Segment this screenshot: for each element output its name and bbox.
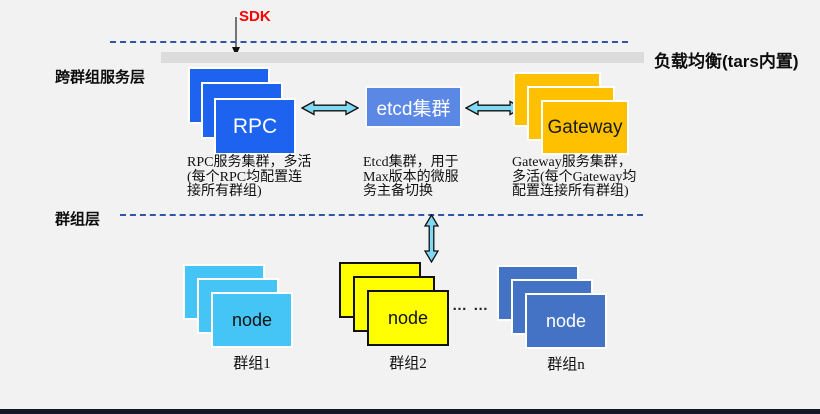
load-balancer-label: 负载均衡(tars内置) (654, 52, 799, 71)
group-layer-divider (120, 214, 643, 216)
gateway-caption: Gateway服务集群， 多活(每个Gateway均 配置连接所有群组) (512, 155, 637, 200)
group2-node-front: node (367, 290, 449, 346)
group1-node-front: node (211, 292, 293, 348)
groupn-node-stack: node (497, 265, 607, 350)
etcd-label: etcd集群 (376, 98, 451, 120)
sdk-label: SDK (239, 8, 271, 25)
rpc-etcd-bidirectional-arrow-icon (301, 100, 359, 116)
rpc-caption: RPC服务集群，多活 (每个RPC均配置连 接所有群组) (187, 155, 312, 200)
group2-caption: 群组2 (389, 356, 427, 372)
group2-node-stack: node (339, 262, 449, 347)
layer-label-group: 群组层 (55, 211, 101, 228)
gateway-label: Gateway (547, 116, 623, 138)
gateway-cluster-stack: Gateway (513, 72, 629, 156)
group2-node-label: node (387, 307, 429, 328)
etcd-caption: Etcd集群，用于 Max版本的微服 务主备切换 (363, 155, 459, 200)
rpc-cluster-stack: RPC (188, 67, 298, 155)
cross-group-layer-divider (110, 41, 628, 43)
rpc-label: RPC (232, 114, 278, 138)
sdk-down-arrow-icon (232, 17, 240, 56)
load-balancer-bar (161, 52, 644, 63)
groupn-node-label: node (545, 310, 587, 331)
groups-ellipsis: … … (452, 297, 490, 314)
group1-caption: 群组1 (233, 356, 271, 372)
etcd-group-vertical-arrow-icon (424, 214, 439, 263)
bottom-edge-bar (0, 409, 820, 414)
groupn-node-front: node (525, 293, 607, 349)
group1-node-label: node (231, 309, 273, 330)
groupn-caption: 群组n (547, 357, 585, 373)
gateway-box-front: Gateway (541, 100, 629, 155)
etcd-cluster-box: etcd集群 (365, 86, 462, 128)
group1-node-stack: node (183, 264, 293, 349)
rpc-box-front: RPC (214, 98, 296, 155)
layer-label-cross-group: 跨群组服务层 (55, 69, 146, 86)
